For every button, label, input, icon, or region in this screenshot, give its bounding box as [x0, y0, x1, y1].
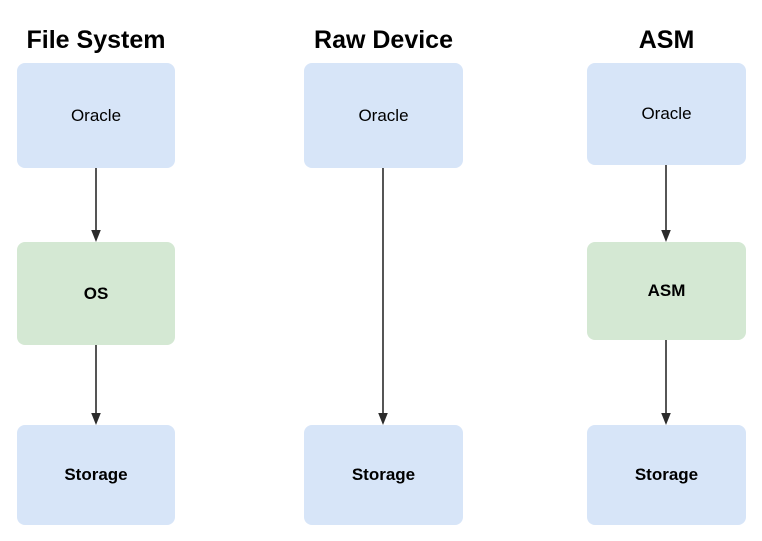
node-label: Storage — [64, 465, 128, 484]
node-file-system-storage[interactable]: Storage — [17, 425, 175, 525]
node-label: OS — [83, 283, 109, 303]
node-asm-asm[interactable]: ASM — [587, 242, 746, 340]
column-heading-file-system: File System — [26, 26, 166, 54]
arrow-head — [661, 230, 671, 242]
arrow-file-system-os-to-storage — [91, 345, 101, 425]
column-heading-asm: ASM — [638, 26, 695, 54]
node-asm-oracle[interactable]: Oracle — [587, 63, 746, 165]
node-label: ASM — [647, 281, 686, 300]
arrow-asm-oracle-to-asm — [661, 165, 671, 242]
node-label: Oracle — [358, 105, 409, 125]
arrow-file-system-oracle-to-os — [91, 168, 101, 242]
arrow-raw-device-oracle-to-storage — [378, 168, 388, 425]
column-heading-raw-device: Raw Device — [314, 26, 453, 54]
node-file-system-os[interactable]: OS — [17, 242, 175, 345]
node-label: Storage — [351, 465, 416, 484]
node-file-system-oracle[interactable]: Oracle — [17, 63, 175, 168]
arrow-head — [91, 230, 101, 242]
node-label: Storage — [634, 465, 699, 484]
node-raw-device-oracle[interactable]: Oracle — [304, 63, 463, 168]
node-label: Oracle — [641, 104, 692, 123]
node-raw-device-storage[interactable]: Storage — [304, 425, 463, 525]
arrow-head — [91, 413, 101, 425]
arrow-head — [378, 413, 388, 425]
arrow-head — [661, 413, 671, 425]
node-asm-storage[interactable]: Storage — [587, 425, 746, 525]
node-label: Oracle — [70, 105, 122, 125]
arrow-asm-asm-to-storage — [661, 340, 671, 425]
